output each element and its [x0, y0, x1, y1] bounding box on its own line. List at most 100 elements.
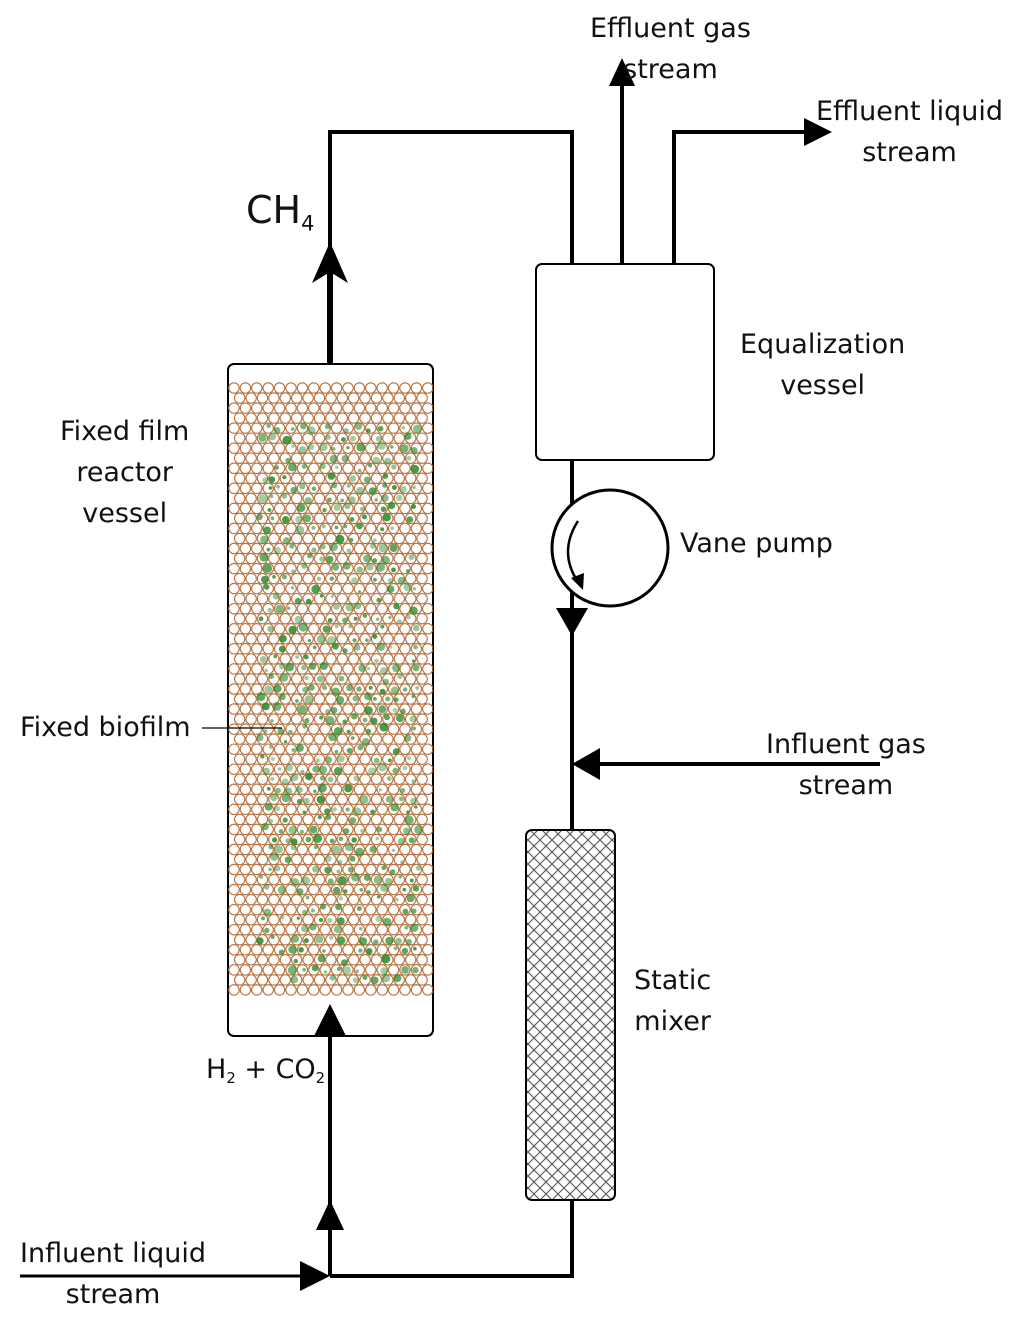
packing-ring — [302, 572, 314, 585]
packing-ring — [268, 833, 280, 846]
biofilm-patch — [286, 606, 291, 610]
packing-ring — [399, 422, 411, 434]
packing-ring — [245, 532, 257, 545]
packing-ring — [342, 964, 354, 976]
packing-ring — [353, 903, 366, 916]
packing-ring — [228, 903, 240, 916]
packing-ring — [347, 853, 360, 866]
packing-ring — [285, 703, 297, 715]
packing-ring — [239, 763, 252, 775]
biofilm-patch — [278, 829, 284, 834]
biofilm-patch — [337, 917, 345, 925]
packing-ring — [399, 903, 411, 916]
biofilm-patch — [393, 974, 402, 983]
biofilm-patch — [403, 687, 408, 692]
packing-ring — [308, 442, 320, 454]
packing-ring — [296, 823, 309, 836]
packing-ring — [273, 542, 286, 555]
packing-ring — [393, 753, 406, 765]
packing-ring — [399, 442, 411, 454]
packing-ring — [233, 833, 246, 846]
biofilm-patch — [275, 787, 281, 794]
packing-ring — [365, 502, 377, 515]
packing-ring — [273, 562, 286, 575]
packing-ring — [399, 944, 411, 956]
biofilm-patch — [357, 744, 364, 751]
packing-ring — [296, 763, 309, 775]
biofilm-patch — [319, 556, 325, 562]
biofilm-patch — [302, 909, 308, 916]
packing-ring — [279, 472, 292, 485]
biofilm-patch — [295, 525, 305, 535]
packing-ring — [422, 703, 433, 715]
biofilm-patch — [382, 513, 391, 522]
packing-ring — [313, 893, 326, 906]
packing-ring — [353, 582, 366, 595]
packing-ring — [256, 592, 269, 605]
packing-ring — [330, 522, 343, 535]
packing-ring — [393, 532, 406, 545]
packing-ring — [262, 623, 274, 635]
packing-ring — [365, 783, 377, 796]
packing-ring — [387, 522, 400, 535]
packing-ring — [359, 753, 371, 765]
packing-ring — [296, 984, 309, 996]
packing-ring — [319, 482, 331, 495]
packing-ring — [308, 502, 320, 515]
biofilm-patch — [296, 916, 300, 920]
biofilm-patch — [290, 427, 295, 431]
packing-ring — [330, 883, 343, 896]
packing-ring — [268, 392, 280, 404]
biofilm-patch — [379, 667, 388, 676]
packing-ring — [359, 452, 371, 464]
biofilm-patch — [385, 877, 393, 885]
biofilm-patch — [354, 422, 363, 430]
biofilm-patch — [389, 544, 398, 552]
biofilm-patch — [288, 462, 297, 472]
biofilm-patch — [408, 554, 415, 560]
packing-ring — [256, 853, 269, 866]
packing-ring — [330, 582, 343, 595]
biofilm-patch — [303, 514, 311, 523]
packing-ring — [228, 743, 240, 755]
biofilm-patch — [309, 662, 317, 670]
biofilm-patch — [319, 715, 324, 720]
packing-ring — [347, 512, 360, 525]
biofilm-patch — [304, 695, 314, 705]
packing-ring — [387, 863, 400, 876]
packing-ring — [296, 643, 309, 655]
packing-ring — [325, 974, 337, 986]
packing-ring — [273, 843, 286, 856]
packing-ring — [245, 813, 257, 826]
biofilm-patch — [357, 468, 362, 473]
biofilm-patch — [261, 822, 270, 831]
packing-ring — [239, 723, 252, 735]
biofilm-patch — [261, 702, 270, 711]
packing-ring — [319, 522, 331, 535]
packing-ring — [285, 582, 297, 595]
biofilm-patch — [329, 838, 335, 844]
biofilm-patch — [319, 775, 325, 781]
packing-ring — [285, 923, 297, 936]
packing-ring — [308, 944, 320, 956]
packing-ring — [422, 623, 433, 635]
packing-ring — [228, 623, 240, 635]
biofilm-patch — [362, 613, 368, 618]
packing-ring — [256, 713, 269, 725]
packing-ring — [387, 843, 400, 856]
packing-ring — [233, 412, 246, 424]
biofilm-patch — [263, 908, 272, 917]
packing-ring — [296, 582, 309, 595]
biofilm-patch — [319, 463, 326, 470]
biofilm-patch — [344, 784, 353, 793]
packing-ring — [296, 843, 309, 856]
packing-ring — [319, 683, 331, 695]
packing-ring — [290, 512, 303, 525]
biofilm-patch — [303, 797, 310, 805]
biofilm-patch — [272, 592, 280, 600]
packing-ring — [245, 472, 257, 485]
biofilm-patch — [377, 425, 384, 432]
packing-ring — [262, 442, 274, 454]
